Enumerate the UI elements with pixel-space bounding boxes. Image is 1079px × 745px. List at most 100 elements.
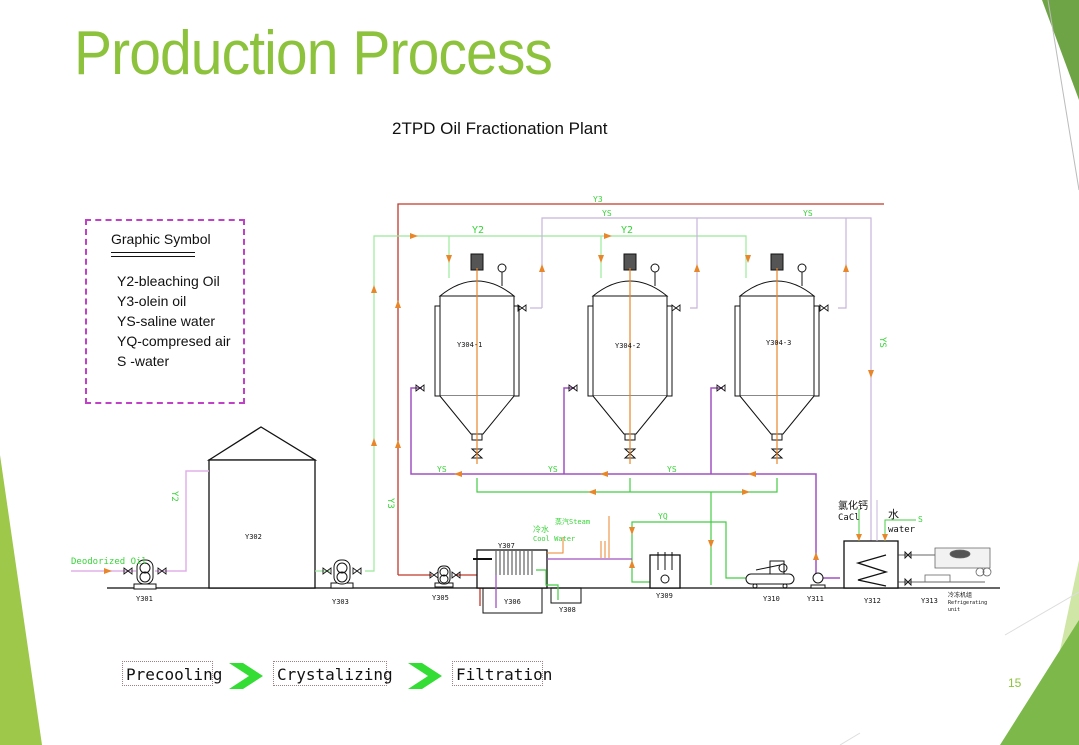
bottom-thin-line bbox=[839, 732, 861, 745]
equipment-label: Y312 bbox=[864, 597, 881, 605]
line-label-y2-vertical: Y2 bbox=[169, 491, 179, 502]
diagram-subtitle: 2TPD Oil Fractionation Plant bbox=[392, 119, 608, 138]
flow-arrow bbox=[446, 255, 452, 263]
legend-title-underline bbox=[111, 252, 195, 257]
tank-y304-2 bbox=[587, 253, 673, 464]
steam-lines bbox=[600, 516, 610, 558]
equipment-label: Y310 bbox=[763, 595, 780, 603]
line-label-ys: YS bbox=[602, 209, 612, 218]
flow-arrow bbox=[856, 534, 862, 541]
step-crystalizing: Crystalizing bbox=[273, 661, 393, 686]
yq-compressed-air-line bbox=[631, 521, 748, 583]
y308-green-line bbox=[536, 569, 559, 600]
equipment-label: Y305 bbox=[432, 594, 449, 602]
legend-item: Y3-olein oil bbox=[117, 293, 187, 309]
left-green-wedge bbox=[0, 455, 42, 745]
graphic-symbol-legend: Graphic Symbol Y2-bleaching Oil Y3-olein… bbox=[85, 219, 245, 404]
cool-water-line bbox=[547, 537, 564, 554]
cacl-label: CaCl bbox=[838, 513, 860, 523]
compressor-y310 bbox=[745, 560, 795, 589]
heat-exchanger-y312 bbox=[843, 500, 899, 589]
equipment-label: Y304-2 bbox=[615, 342, 640, 350]
line-label-ys: YS bbox=[548, 465, 558, 474]
ys-return-line-3 bbox=[838, 218, 847, 309]
page-number: 15 bbox=[1008, 676, 1022, 690]
ys-return-line-2 bbox=[690, 218, 698, 309]
flow-arrow bbox=[843, 264, 849, 272]
pump-y311 bbox=[810, 572, 826, 589]
ys-return-line-top bbox=[541, 217, 872, 560]
step-filtration: Filtration bbox=[452, 661, 552, 686]
y2-bleaching-line bbox=[365, 235, 747, 572]
flow-arrow bbox=[395, 440, 401, 448]
cool-water-label: Cool Water bbox=[533, 535, 575, 543]
chevron-right-icon bbox=[229, 663, 263, 689]
line-label-ys-vertical: YS bbox=[877, 337, 887, 348]
ys-supply-branch-2 bbox=[563, 387, 575, 474]
line-label-y3: Y3 bbox=[593, 195, 603, 204]
flow-arrow bbox=[694, 264, 700, 272]
cool-water-cn-label: 冷水 bbox=[533, 524, 549, 534]
machine-y309 bbox=[649, 552, 681, 589]
equipment-label: Y301 bbox=[136, 595, 153, 603]
y3-olein-line bbox=[397, 203, 884, 575]
refrigerating-label: Refrigerating bbox=[948, 600, 987, 606]
bottom-right-green-wedge bbox=[1000, 620, 1079, 745]
slide-title: Production Process bbox=[74, 19, 553, 88]
flow-arrow bbox=[600, 471, 608, 477]
flow-arrow bbox=[371, 438, 377, 446]
equipment-label: Y307 bbox=[498, 542, 515, 550]
ys-supply-branch-3 bbox=[710, 387, 723, 474]
flow-arrow bbox=[588, 489, 596, 495]
equipment-label: Y306 bbox=[504, 598, 521, 606]
flow-arrow bbox=[629, 527, 635, 535]
crystal-collection-line bbox=[476, 478, 778, 493]
refrigerating-cn-label: 冷冻机组 bbox=[948, 591, 972, 599]
water-cn-label: 水 bbox=[888, 508, 899, 521]
flow-arrow bbox=[629, 560, 635, 568]
chevron-right-icon bbox=[408, 663, 442, 689]
bottom-right-thin-line bbox=[1004, 591, 1079, 636]
y2-feed-to-y302 bbox=[155, 470, 209, 572]
water-label: water bbox=[888, 525, 916, 535]
tank-y308 bbox=[550, 587, 582, 604]
pump-y301 bbox=[133, 559, 157, 590]
tank-y306 bbox=[482, 587, 543, 614]
valves bbox=[123, 304, 912, 587]
line-label-ys: YS bbox=[803, 209, 813, 218]
flow-arrow bbox=[813, 552, 819, 560]
equipment-label: Y303 bbox=[332, 598, 349, 606]
flow-arrow bbox=[748, 471, 756, 477]
legend-item: Y2-bleaching Oil bbox=[117, 273, 220, 289]
flow-arrow bbox=[742, 489, 750, 495]
flow-arrow bbox=[598, 255, 604, 263]
flow-arrow bbox=[395, 300, 401, 308]
line-label-ys: YS bbox=[667, 465, 677, 474]
equipment-label: Y308 bbox=[559, 606, 576, 614]
refrigerating-label: unit bbox=[948, 607, 960, 613]
legend-item: YQ-compresed air bbox=[117, 333, 231, 349]
flow-arrow bbox=[539, 264, 545, 272]
equipment-label: Y313 bbox=[921, 597, 938, 605]
storage-tank-y302 bbox=[206, 426, 318, 589]
equipment-label: Y304-1 bbox=[457, 341, 482, 349]
equipment-label: Y311 bbox=[807, 595, 824, 603]
flow-arrow bbox=[745, 255, 751, 263]
line-label-s: S bbox=[918, 515, 923, 524]
top-right-thin-line bbox=[1047, 0, 1079, 191]
flow-arrow bbox=[104, 568, 112, 574]
tank-y304-1 bbox=[434, 253, 520, 464]
equipment-label: Y309 bbox=[656, 592, 673, 600]
legend-title: Graphic Symbol bbox=[111, 231, 211, 247]
flow-arrow bbox=[868, 370, 874, 378]
flow-arrow bbox=[708, 540, 714, 548]
pump-y303 bbox=[330, 559, 354, 589]
equipment-label: Y304-3 bbox=[766, 339, 791, 347]
flow-arrow bbox=[410, 233, 418, 239]
legend-item: YS-saline water bbox=[117, 313, 216, 329]
top-right-green-wedge bbox=[1042, 0, 1079, 100]
deodorized-oil-label: Deodorized Oil bbox=[71, 557, 147, 567]
equipment-label: Y302 bbox=[245, 533, 262, 541]
